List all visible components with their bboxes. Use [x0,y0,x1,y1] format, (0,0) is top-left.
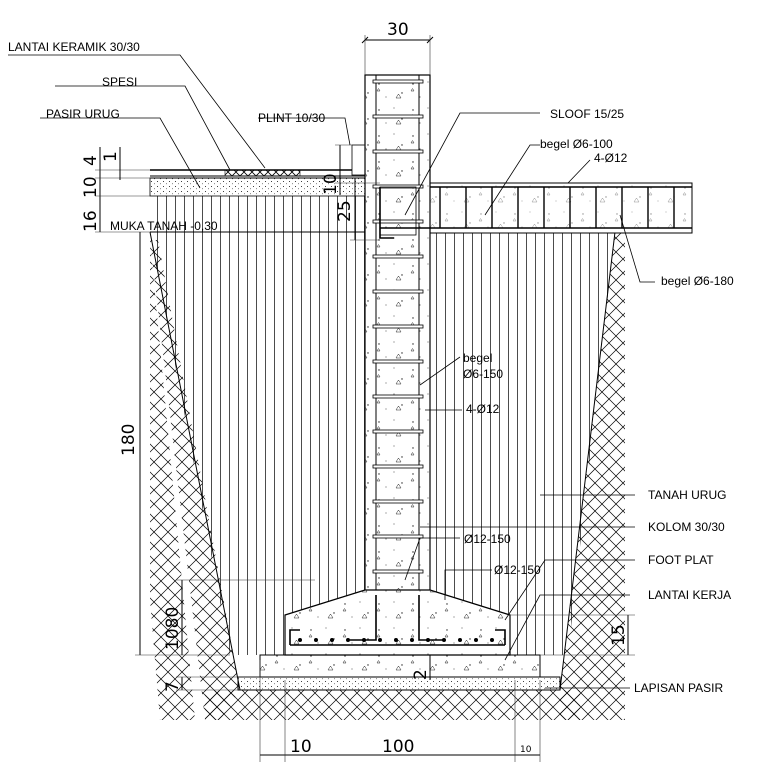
foot-plat [284,589,511,656]
label-tul-kolom: 4-Ø12 [466,402,500,416]
footing-bar-section [346,638,350,642]
footing-bar-section [490,638,494,642]
footing-bar-section [442,638,446,642]
column-stirrup [372,149,424,154]
dim-15: 15 [609,624,629,646]
column-stirrup [372,429,424,434]
label-lapisan-pasir: LAPISAN PASIR [634,681,723,695]
footing-bar-section [362,638,366,642]
dimension-texts: 30 4 1 10 16 10 25 180 1080 7 2 15 10 10… [81,20,629,757]
label-begel-sloof-100: begel Ø6-100 [540,137,613,151]
dim-1: 1 [101,151,121,162]
footing-bar-section [474,638,478,642]
column-stirrup [372,114,424,119]
column-stirrup [372,219,424,224]
dim-4: 4 [81,155,101,166]
annotation-labels: LANTAI KERAMIK 30/30 SPESI PASIR URUG PL… [8,40,734,695]
column-stirrup [372,324,424,329]
footing-bar-section [394,638,398,642]
footing-bar-section [314,638,318,642]
column-stirrup [372,464,424,469]
dim-1080: 1080 [163,607,183,650]
footing-bar-section [298,638,302,642]
label-begel-sloof-180: begel Ø6-180 [661,274,734,288]
label-muka-tanah: MUKA TANAH -0,30 [110,219,218,233]
column-kolom [364,74,431,640]
label-kolom: KOLOM 30/30 [648,520,725,534]
sloof-beam [380,182,693,234]
label-spesi: SPESI [102,75,137,89]
column-stirrup [372,499,424,504]
footing-bar-section [426,638,430,642]
column-stirrup [372,359,424,364]
dimension-lines [95,35,635,762]
dim-bottom-10: 10 [290,737,312,757]
column-stirrup [372,254,424,259]
footing-bar-section [410,638,414,642]
column-stirrup [372,184,424,189]
footing-bar-section [458,638,462,642]
floor-layers [149,144,366,233]
column-stirrup [372,289,424,294]
label-plint: PLINT 10/30 [258,111,325,125]
leader-lines [8,54,655,689]
column-stirrup [372,534,424,539]
lantai-kerja-and-sand [237,654,561,691]
footing-bar-section [330,638,334,642]
dim-10-plint: 10 [321,173,341,195]
label-foot-plat: FOOT PLAT [648,553,714,567]
backfill-soil [150,232,615,655]
label-begel-kolom-line1: begel [463,351,492,365]
dim-10-left: 10 [81,176,101,198]
dim-7: 7 [163,681,183,692]
label-lantai-keramik: LANTAI KERAMIK 30/30 [8,40,140,54]
label-pasir-urug: PASIR URUG [46,107,120,121]
earth-hatch [150,232,625,720]
label-tul-foot-1: Ø12-150 [464,532,511,546]
dim-bottom-100: 100 [382,737,414,757]
label-tul-sloof: 4-Ø12 [594,151,628,165]
dim-180: 180 [119,424,139,456]
label-tanah-urug: TANAH URUG [648,488,726,502]
column-stirrup [372,569,424,574]
label-begel-kolom-line2: Ø6-150 [463,367,503,381]
label-sloof: SLOOF 15/25 [550,107,624,121]
column-stirrup [372,394,424,399]
label-tul-foot-2: Ø12-150 [494,563,541,577]
dim-2: 2 [411,669,431,680]
dim-16: 16 [81,210,101,232]
column-stirrup [372,79,424,84]
dim-bottom-10-small: 10 [520,745,532,755]
footing-bar-section [378,638,382,642]
label-lantai-kerja: LANTAI KERJA [648,588,731,602]
dim-column-width: 30 [387,20,409,40]
dim-25: 25 [335,200,355,222]
